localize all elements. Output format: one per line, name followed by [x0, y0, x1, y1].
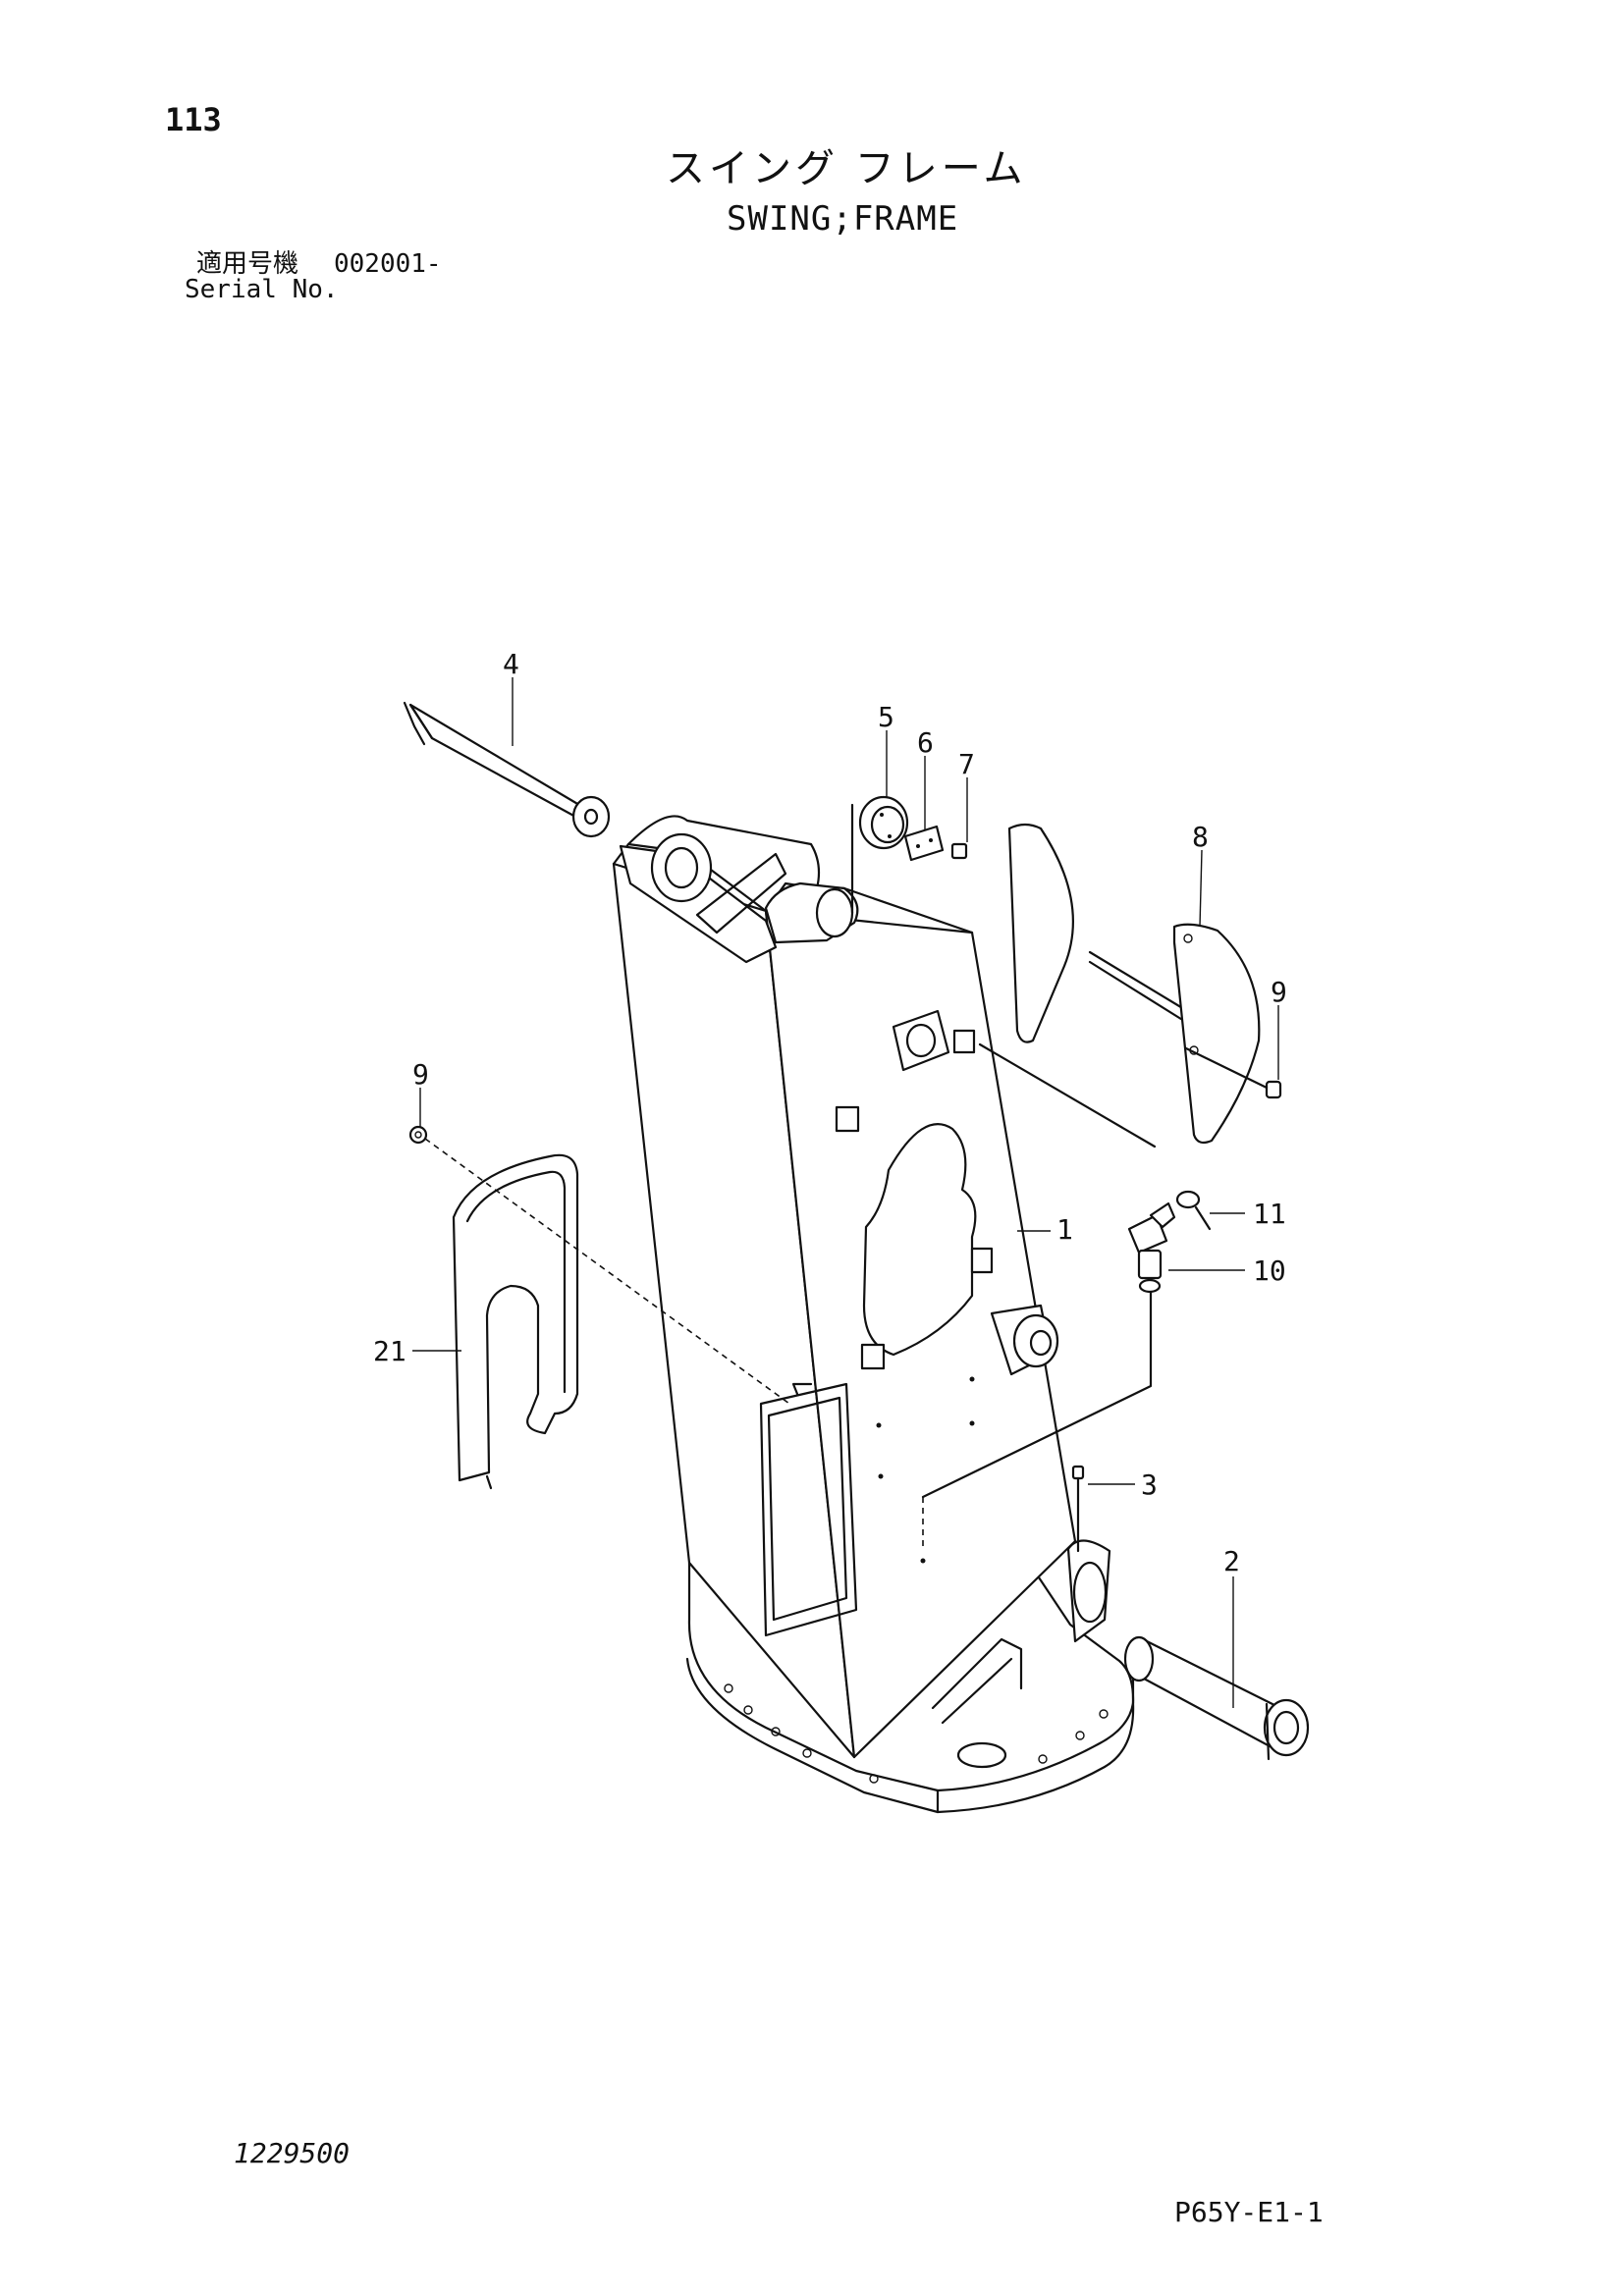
serial-label-english: Serial No.	[185, 275, 339, 304]
part-2-lower-pin	[1123, 1635, 1310, 1761]
drawing-number: 1229500	[234, 2137, 351, 2169]
page-number: 113	[165, 101, 222, 138]
callout-1: 1	[1056, 1213, 1073, 1246]
sheet-code: P65Y-E1-1	[1174, 2196, 1324, 2228]
part-11-cap	[1175, 1190, 1212, 1231]
serial-label-japanese: 適用号機	[196, 249, 299, 279]
part-callouts: 4 5 6 7 8 9 9 1 11 10 21 3 2	[373, 648, 1287, 1577]
part-3-bolt	[1071, 1465, 1085, 1553]
part-9-nut-left	[408, 1125, 428, 1145]
part-7-bolt	[950, 842, 968, 860]
leader-lines	[412, 677, 1279, 1708]
callout-21: 21	[373, 1335, 406, 1367]
swing-frame-body	[612, 815, 1135, 1814]
serial-value: 002001-	[334, 249, 442, 279]
part-6-washer-plate	[903, 825, 945, 862]
part-8-cover	[1007, 823, 1261, 1145]
title-english: SWING;FRAME	[727, 199, 959, 239]
callout-9-right: 9	[1271, 976, 1287, 1008]
callout-5: 5	[878, 701, 894, 733]
callout-4: 4	[503, 648, 519, 680]
part-10-grease-fitting	[1127, 1201, 1176, 1294]
callout-9-left: 9	[412, 1058, 429, 1091]
callout-6: 6	[917, 726, 934, 759]
part-21-cover	[452, 1153, 579, 1490]
assembly-lines	[424, 1042, 1157, 1551]
callout-3: 3	[1141, 1468, 1158, 1501]
callout-7: 7	[958, 748, 975, 780]
title-japanese: スイング フレーム	[666, 146, 1027, 191]
part-9-nut-right	[1184, 1046, 1282, 1099]
callout-8: 8	[1192, 821, 1209, 853]
callout-10: 10	[1253, 1255, 1286, 1287]
part-4-upper-pin	[403, 701, 611, 838]
callout-11: 11	[1253, 1198, 1286, 1230]
part-5-plate	[850, 795, 909, 915]
callout-2: 2	[1223, 1545, 1240, 1577]
